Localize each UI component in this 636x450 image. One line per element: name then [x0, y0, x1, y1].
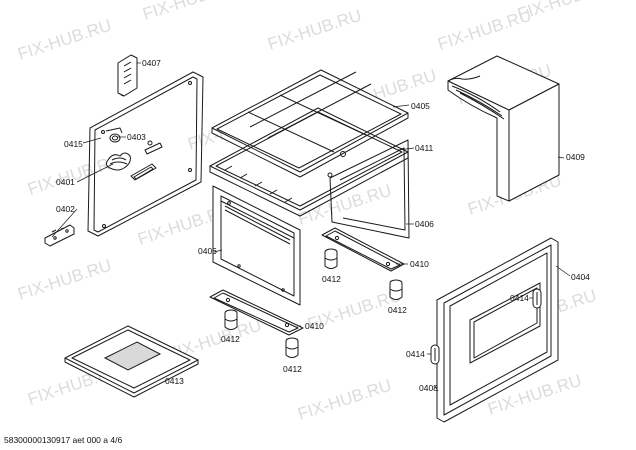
part-rear-panel: [87, 71, 204, 237]
part-0401-heater: [105, 140, 163, 181]
part-0407-bracket: [117, 54, 141, 97]
label-0406-door: 0406: [198, 246, 217, 256]
label-0411: 0411: [415, 143, 434, 153]
label-0415: 0415: [64, 139, 83, 149]
label-0409: 0409: [566, 152, 585, 162]
part-0412-foot-a: [324, 248, 338, 269]
label-0402: 0402: [56, 204, 75, 214]
leader-lines: [51, 104, 571, 392]
watermark: FIX-HUB.RU: [15, 16, 113, 64]
label-0401: 0401: [56, 177, 75, 187]
part-0410-rail-lower: [209, 289, 304, 336]
part-0405-top-cover: [211, 69, 409, 178]
watermark: FIX-HUB.RU: [140, 0, 238, 24]
watermark: FIX-HUB.RU: [265, 6, 363, 54]
part-0409-insulation: [447, 55, 560, 202]
label-0404: 0404: [571, 272, 590, 282]
watermark: FIX-HUB.RU: [515, 0, 613, 24]
part-0414-handle-b: [430, 344, 440, 365]
label-0410-lower: 0410: [305, 321, 324, 331]
part-labels: 0407 0415 0403 0401 0402 0406 0405 0411 …: [56, 58, 590, 393]
label-0412-c: 0412: [221, 334, 240, 344]
footer-document-code: 58300000130917 aet 000 a 4/6: [4, 435, 122, 445]
label-0414-handle: 0414: [406, 349, 425, 359]
label-0413: 0413: [165, 376, 184, 386]
label-0412-d: 0412: [283, 364, 302, 374]
part-0406-side-panel-right: [329, 139, 410, 239]
watermark: FIX-HUB.RU: [295, 376, 393, 424]
part-0413-tray: [64, 325, 199, 398]
part-0403-fitting: [105, 127, 123, 143]
part-0412-foot-b: [389, 279, 403, 300]
part-0402-bracket: [44, 224, 75, 247]
label-0406-side: 0406: [415, 219, 434, 229]
part-0412-foot-d: [285, 337, 299, 358]
label-0405: 0405: [411, 101, 430, 111]
watermark: FIX-HUB.RU: [15, 256, 113, 304]
label-0412-a: 0412: [322, 274, 341, 284]
part-0414-handle-a: [532, 288, 542, 309]
label-0407: 0407: [142, 58, 161, 68]
label-0408: 0408: [419, 383, 438, 393]
part-0404-oven-door: [436, 237, 559, 423]
part-0406-door-inner: [212, 185, 301, 306]
label-0410-upper: 0410: [410, 259, 429, 269]
label-0403: 0403: [127, 132, 146, 142]
label-0414-door: 0414: [510, 293, 529, 303]
part-0412-foot-c: [224, 309, 238, 330]
label-0412-b: 0412: [388, 305, 407, 315]
